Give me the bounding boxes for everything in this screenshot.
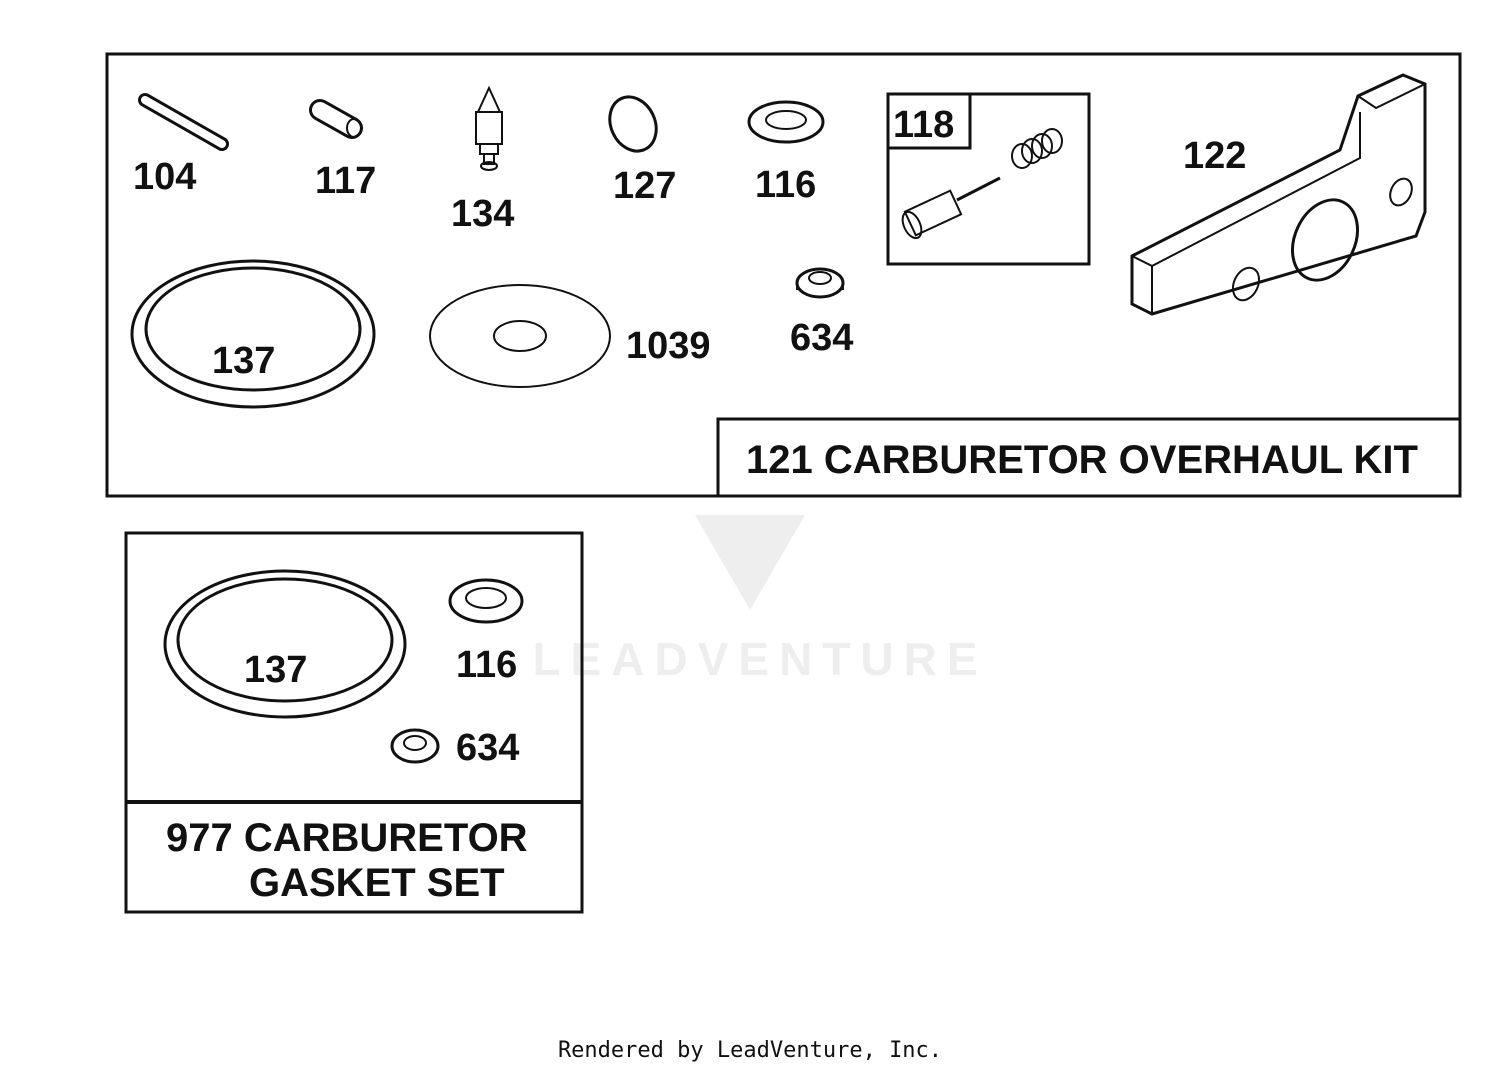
watermark-logo-icon bbox=[695, 515, 805, 610]
part-label-118: 118 bbox=[893, 104, 954, 146]
part-label-117: 117 bbox=[315, 160, 376, 202]
watermark: LEADVENTURE bbox=[532, 515, 987, 685]
part-122-spacer-icon bbox=[1130, 73, 1427, 316]
footer-credit: Rendered by LeadVenture, Inc. bbox=[557, 1038, 943, 1063]
part-1039-diaphragm-icon bbox=[429, 284, 611, 388]
gasket-set-label-634: 634 bbox=[456, 727, 519, 769]
overhaul-kit-title: 121 CARBURETOR OVERHAUL KIT bbox=[746, 438, 1418, 482]
gasket-set-title-line2: GASKET SET bbox=[249, 861, 505, 905]
overhaul-kit-panel: 121 CARBURETOR OVERHAUL KIT 104 117 134 … bbox=[105, 52, 1462, 498]
gasket-set-label-137: 137 bbox=[244, 649, 307, 691]
part-118-panel bbox=[886, 92, 1091, 266]
part-118-screw-icon bbox=[901, 176, 1001, 240]
part-label-134: 134 bbox=[451, 193, 514, 235]
gasket-set-116-washer-icon bbox=[448, 578, 524, 624]
part-127-plug-icon bbox=[608, 95, 658, 153]
gasket-set-137-bowl-gasket-icon bbox=[163, 569, 407, 719]
part-137-bowl-gasket-icon bbox=[130, 259, 376, 409]
part-label-104: 104 bbox=[133, 156, 196, 198]
part-label-127: 127 bbox=[613, 165, 676, 207]
part-label-116: 116 bbox=[755, 164, 816, 206]
part-116-washer-icon bbox=[747, 100, 825, 144]
overhaul-kit-title-box bbox=[716, 417, 1462, 498]
gasket-set-title-line1: 977 CARBURETOR bbox=[166, 816, 528, 860]
gasket-set-label-116: 116 bbox=[456, 644, 517, 686]
part-134-needle-valve-icon bbox=[475, 85, 503, 171]
part-label-1039: 1039 bbox=[626, 325, 711, 367]
part-104-pin-icon bbox=[138, 93, 229, 151]
watermark-text: LEADVENTURE bbox=[532, 633, 987, 685]
part-label-122: 122 bbox=[1183, 135, 1246, 177]
part-117-tube-icon bbox=[309, 99, 363, 139]
gasket-set-panel: 977 CARBURETOR GASKET SET 137 116 634 bbox=[124, 531, 584, 914]
part-label-137: 137 bbox=[212, 340, 275, 382]
part-118-spring-icon bbox=[1011, 128, 1063, 169]
part-label-634: 634 bbox=[790, 317, 853, 359]
gasket-set-634-washer-icon bbox=[390, 728, 440, 764]
part-634-washer-icon bbox=[795, 267, 845, 299]
